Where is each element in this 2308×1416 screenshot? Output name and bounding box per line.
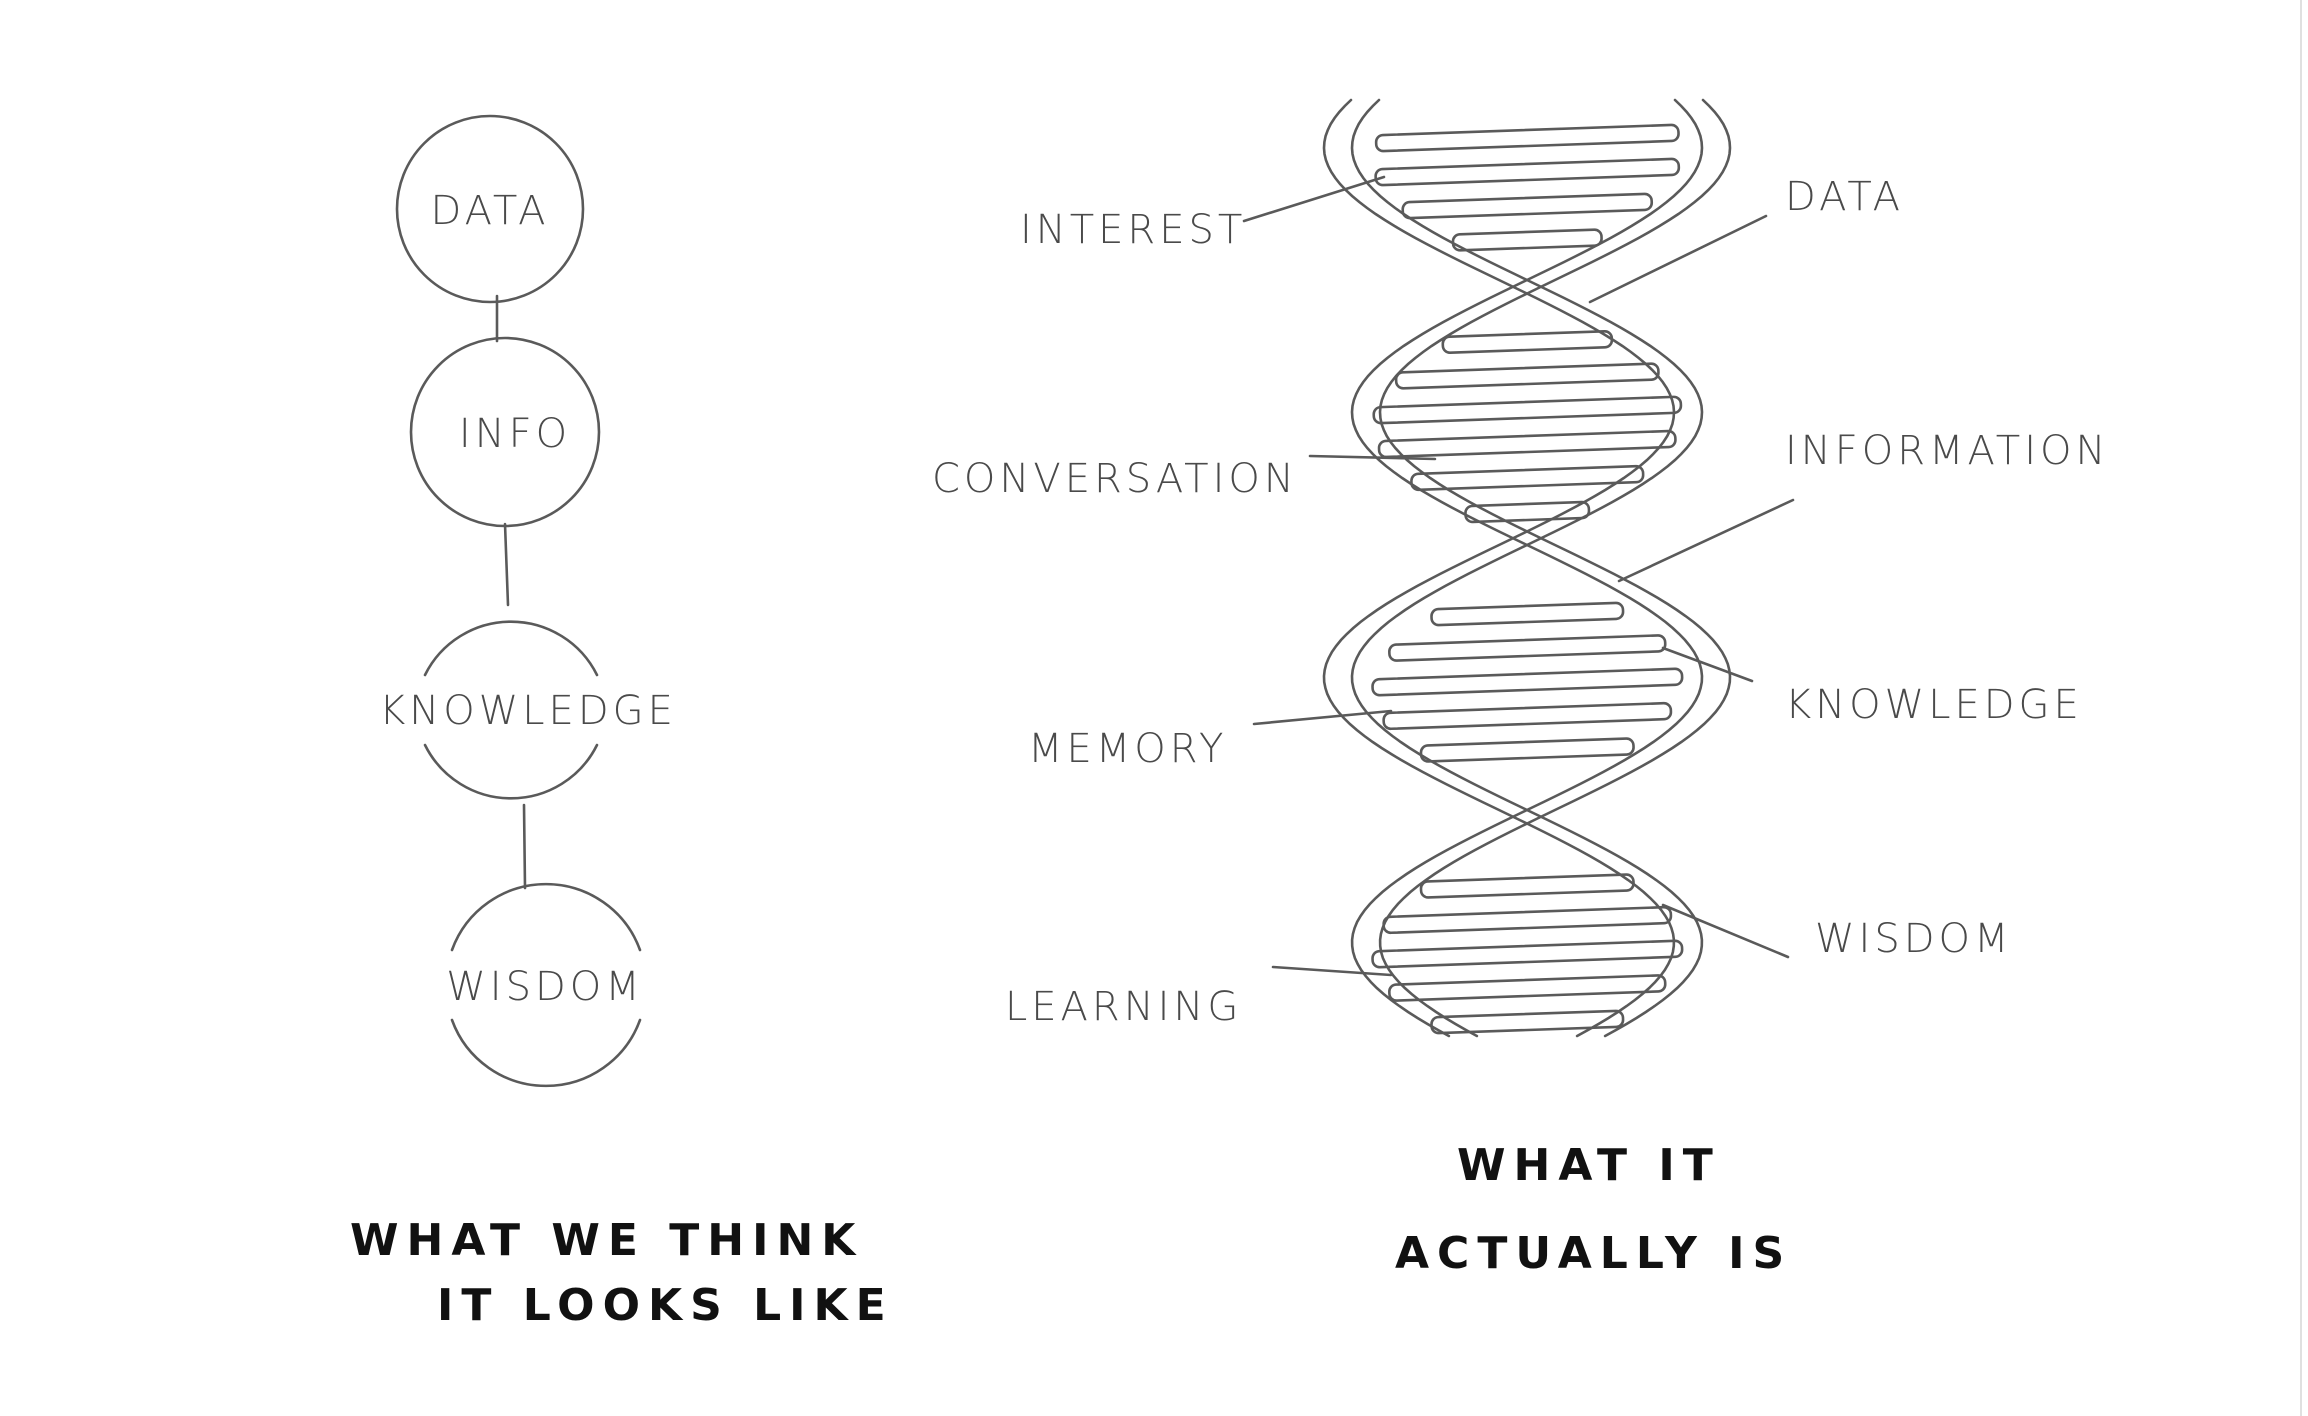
helix-base-pair bbox=[1394, 362, 1660, 390]
leader-line-learning bbox=[1271, 965, 1393, 977]
leader-line-information bbox=[1617, 498, 1795, 583]
helix-base-pair bbox=[1371, 667, 1684, 697]
helix-label-learning: LEARNING bbox=[1005, 984, 1242, 1030]
leader-line-knowledge bbox=[1661, 646, 1754, 683]
helix-base-pair bbox=[1430, 1009, 1625, 1035]
helix-base-pair bbox=[1464, 500, 1591, 524]
helix-label-memory: MEMORY bbox=[1028, 726, 1227, 772]
caption-left-line2: IT LOOKS LIKE bbox=[437, 1280, 894, 1331]
helix-base-pair bbox=[1401, 192, 1654, 220]
helix-label-wisdom: WISDOM bbox=[1815, 916, 2013, 962]
helix-base-pair bbox=[1388, 974, 1667, 1002]
node-label-knowledge: KNOWLEDGE bbox=[379, 688, 677, 734]
helix-label-interest: INTEREST bbox=[1020, 207, 1246, 253]
helix-base-pair bbox=[1374, 157, 1681, 187]
helix-label-knowledge: KNOWLEDGE bbox=[1785, 682, 2083, 728]
node-label-wisdom: WISDOM bbox=[446, 964, 644, 1010]
leader-line-conversation bbox=[1308, 454, 1437, 461]
helix-base-pair bbox=[1419, 873, 1635, 899]
helix-base-pair bbox=[1451, 228, 1603, 252]
helix-base-pair bbox=[1441, 329, 1614, 354]
helix-label-information: INFORMATION bbox=[1785, 428, 2109, 474]
linear-model: DATA INFO KNOWLEDGE WISDOM WHAT WE THINK… bbox=[350, 114, 894, 1331]
helix-strand-b bbox=[1378, 98, 1732, 1038]
helix-base-pair bbox=[1377, 429, 1677, 459]
helix-base-pair bbox=[1372, 395, 1683, 425]
helix-leader-lines bbox=[1242, 175, 1795, 977]
helix-label-conversation: CONVERSATION bbox=[932, 456, 1298, 502]
dna-helix bbox=[1322, 98, 1732, 1038]
leader-line-memory bbox=[1252, 709, 1393, 726]
node-circle-wisdom bbox=[450, 882, 642, 1088]
caption-right-line1: WHAT IT bbox=[1457, 1140, 1721, 1191]
node-label-data: DATA bbox=[430, 188, 549, 234]
helix-strand-a bbox=[1350, 98, 1704, 1038]
helix-base-pair bbox=[1419, 737, 1635, 763]
helix-base-pair bbox=[1388, 634, 1667, 662]
helix-strand-a bbox=[1322, 98, 1676, 1038]
leader-line-interest bbox=[1242, 175, 1386, 223]
helix-base-pair bbox=[1410, 464, 1645, 492]
helix-base-pair bbox=[1371, 939, 1684, 969]
helix-base-pair bbox=[1382, 905, 1673, 935]
leader-line-wisdom bbox=[1661, 903, 1790, 959]
helix-base-pair bbox=[1374, 123, 1680, 153]
connector bbox=[503, 522, 510, 607]
caption-left-line1: WHAT WE THINK bbox=[350, 1215, 863, 1266]
node-circle-knowledge bbox=[423, 620, 599, 800]
helix-strand-b bbox=[1350, 98, 1704, 1038]
caption-right-line2: ACTUALLY IS bbox=[1395, 1228, 1792, 1279]
helix-base-pair bbox=[1430, 601, 1625, 627]
node-label-info: INFO bbox=[459, 411, 571, 457]
node-circle-data bbox=[395, 114, 585, 304]
leader-line-data bbox=[1588, 214, 1768, 304]
connector bbox=[522, 803, 527, 890]
page-edge bbox=[2300, 0, 2302, 1416]
helix-label-data: DATA bbox=[1785, 174, 1904, 220]
helix-base-pair bbox=[1382, 701, 1673, 731]
